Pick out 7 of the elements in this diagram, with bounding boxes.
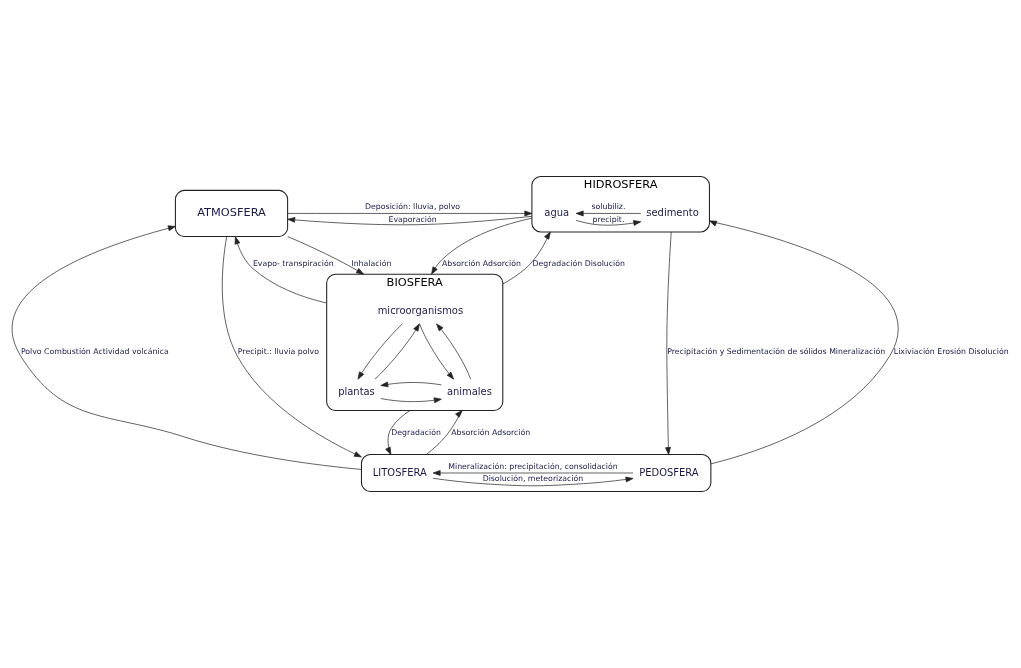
node-text: sedimento bbox=[646, 207, 699, 219]
node-text: plantas bbox=[338, 385, 375, 397]
node-text: agua bbox=[544, 207, 570, 219]
node-text: LITOSFERA bbox=[372, 466, 427, 478]
node-text: microorganismos bbox=[377, 304, 464, 316]
node-text: animales bbox=[446, 385, 492, 397]
node-text: PEDOSFERA bbox=[639, 466, 699, 478]
